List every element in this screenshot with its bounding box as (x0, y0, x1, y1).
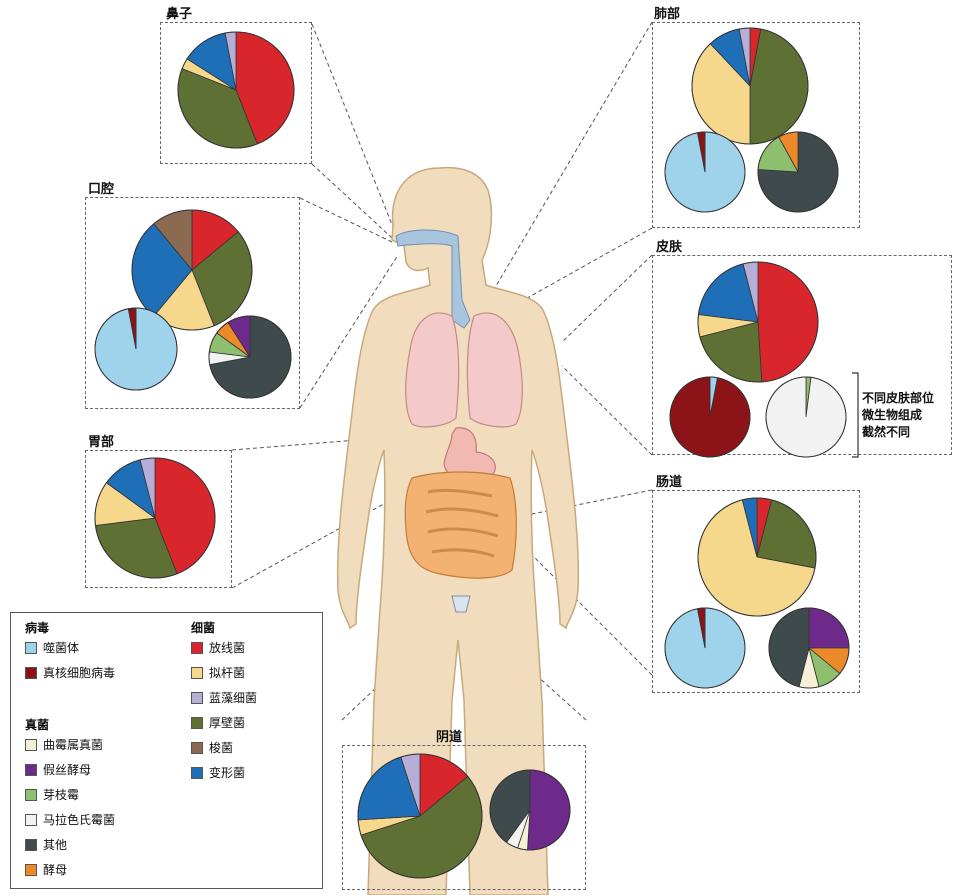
skin-note-line-3: 截然不同 (862, 425, 911, 439)
pie-chart (697, 261, 819, 383)
legend-fungi-title: 真菌 (25, 718, 50, 732)
legend: 病毒 噬菌体 真核细胞病毒 真菌 曲霉属真菌 假丝酵母 芽枝霉 马拉色氏霉菌 其… (10, 612, 323, 889)
pie-chart (669, 376, 751, 458)
pie-outline (208, 315, 292, 399)
nose-box (160, 22, 312, 164)
legend-swatch (25, 764, 37, 776)
pie-outline (691, 27, 809, 145)
region-label-stomach: 胃部 (88, 435, 115, 450)
legend-item-firmicutes: 厚壁菌 (191, 716, 245, 730)
legend-swatch (191, 742, 203, 754)
legend-item-other-fungi: 其他 (25, 838, 67, 852)
pie-outline (177, 31, 295, 149)
pie-chart (94, 307, 178, 391)
legend-item-yeast: 酵母 (25, 863, 67, 877)
legend-swatch (25, 864, 37, 876)
legend-swatch (25, 739, 37, 751)
region-label-skin: 皮肤 (656, 240, 683, 255)
pie-slice (527, 769, 571, 851)
vagina-box (342, 745, 586, 890)
pie-outline (768, 607, 850, 689)
gut-box (652, 490, 860, 693)
pie-chart (765, 376, 847, 458)
legend-item-phage: 噬菌体 (25, 641, 79, 655)
stomach-box (85, 450, 232, 588)
legend-swatch (191, 642, 203, 654)
reproductive-region (451, 595, 471, 613)
legend-item-fusobacteria: 梭菌 (191, 741, 233, 755)
pie-outline (697, 261, 819, 383)
pie-outline (489, 769, 571, 851)
skin-note-bracket (852, 372, 859, 458)
intestines (404, 471, 517, 579)
legend-item-aspergillus: 曲霉属真菌 (25, 738, 103, 752)
pie-outline (697, 497, 817, 617)
pie-outline (669, 376, 751, 458)
lungs (405, 312, 523, 428)
pie-chart (357, 753, 483, 879)
legend-swatch (191, 767, 203, 779)
pie-outline (94, 457, 216, 579)
legend-swatch (25, 814, 37, 826)
pie-chart (177, 31, 295, 149)
pie-chart (489, 769, 571, 851)
pie-outline (757, 131, 839, 213)
pie-chart (768, 607, 850, 689)
pie-slice (808, 607, 850, 649)
airway (395, 229, 471, 329)
legend-swatch (25, 667, 37, 679)
legend-swatch (191, 692, 203, 704)
legend-swatch (191, 717, 203, 729)
legend-bacteria-title: 细菌 (191, 621, 216, 635)
legend-item-bacteroidetes: 拟杆菌 (191, 666, 245, 680)
legend-item-cladosporium: 芽枝霉 (25, 788, 79, 802)
region-label-mouth: 口腔 (88, 182, 115, 197)
legend-item-proteobacteria: 变形菌 (191, 766, 245, 780)
pie-outline (131, 209, 253, 331)
skin-note: 不同皮肤部位 微生物组成 截然不同 (862, 390, 934, 441)
pie-outline (664, 607, 746, 689)
legend-item-malassezia: 马拉色氏霉菌 (25, 813, 115, 827)
legend-swatch (25, 642, 37, 654)
pie-chart (208, 315, 292, 399)
pie-chart (697, 497, 817, 617)
pie-chart (664, 607, 746, 689)
pie-outline (357, 753, 483, 879)
region-label-vagina: 阴道 (436, 730, 463, 745)
legend-swatch (25, 789, 37, 801)
pie-chart (94, 457, 216, 579)
legend-swatch (191, 667, 203, 679)
region-label-nose: 鼻子 (166, 7, 193, 22)
pie-slice (757, 261, 819, 383)
pie-chart (131, 209, 253, 331)
legend-item-actinobacteria: 放线菌 (191, 641, 245, 655)
pie-outline (765, 376, 847, 458)
region-label-lung: 肺部 (654, 7, 681, 22)
skin-note-line-2: 微生物组成 (862, 408, 923, 422)
legend-swatch (25, 839, 37, 851)
legend-item-eukaryotic-virus: 真核细胞病毒 (25, 666, 115, 680)
pie-chart (691, 27, 809, 145)
legend-item-cyanobacteria: 蓝藻细菌 (191, 691, 257, 705)
pie-slice (749, 28, 809, 145)
pie-outline (94, 307, 178, 391)
mouth-box (85, 197, 300, 409)
region-label-gut: 肠道 (656, 475, 683, 490)
pie-outline (664, 131, 746, 213)
pie-chart (664, 131, 746, 213)
lung-box (652, 22, 860, 228)
pie-chart (757, 131, 839, 213)
skin-note-line-1: 不同皮肤部位 (862, 391, 935, 405)
legend-item-candida: 假丝酵母 (25, 763, 91, 777)
legend-virus-title: 病毒 (25, 621, 50, 635)
